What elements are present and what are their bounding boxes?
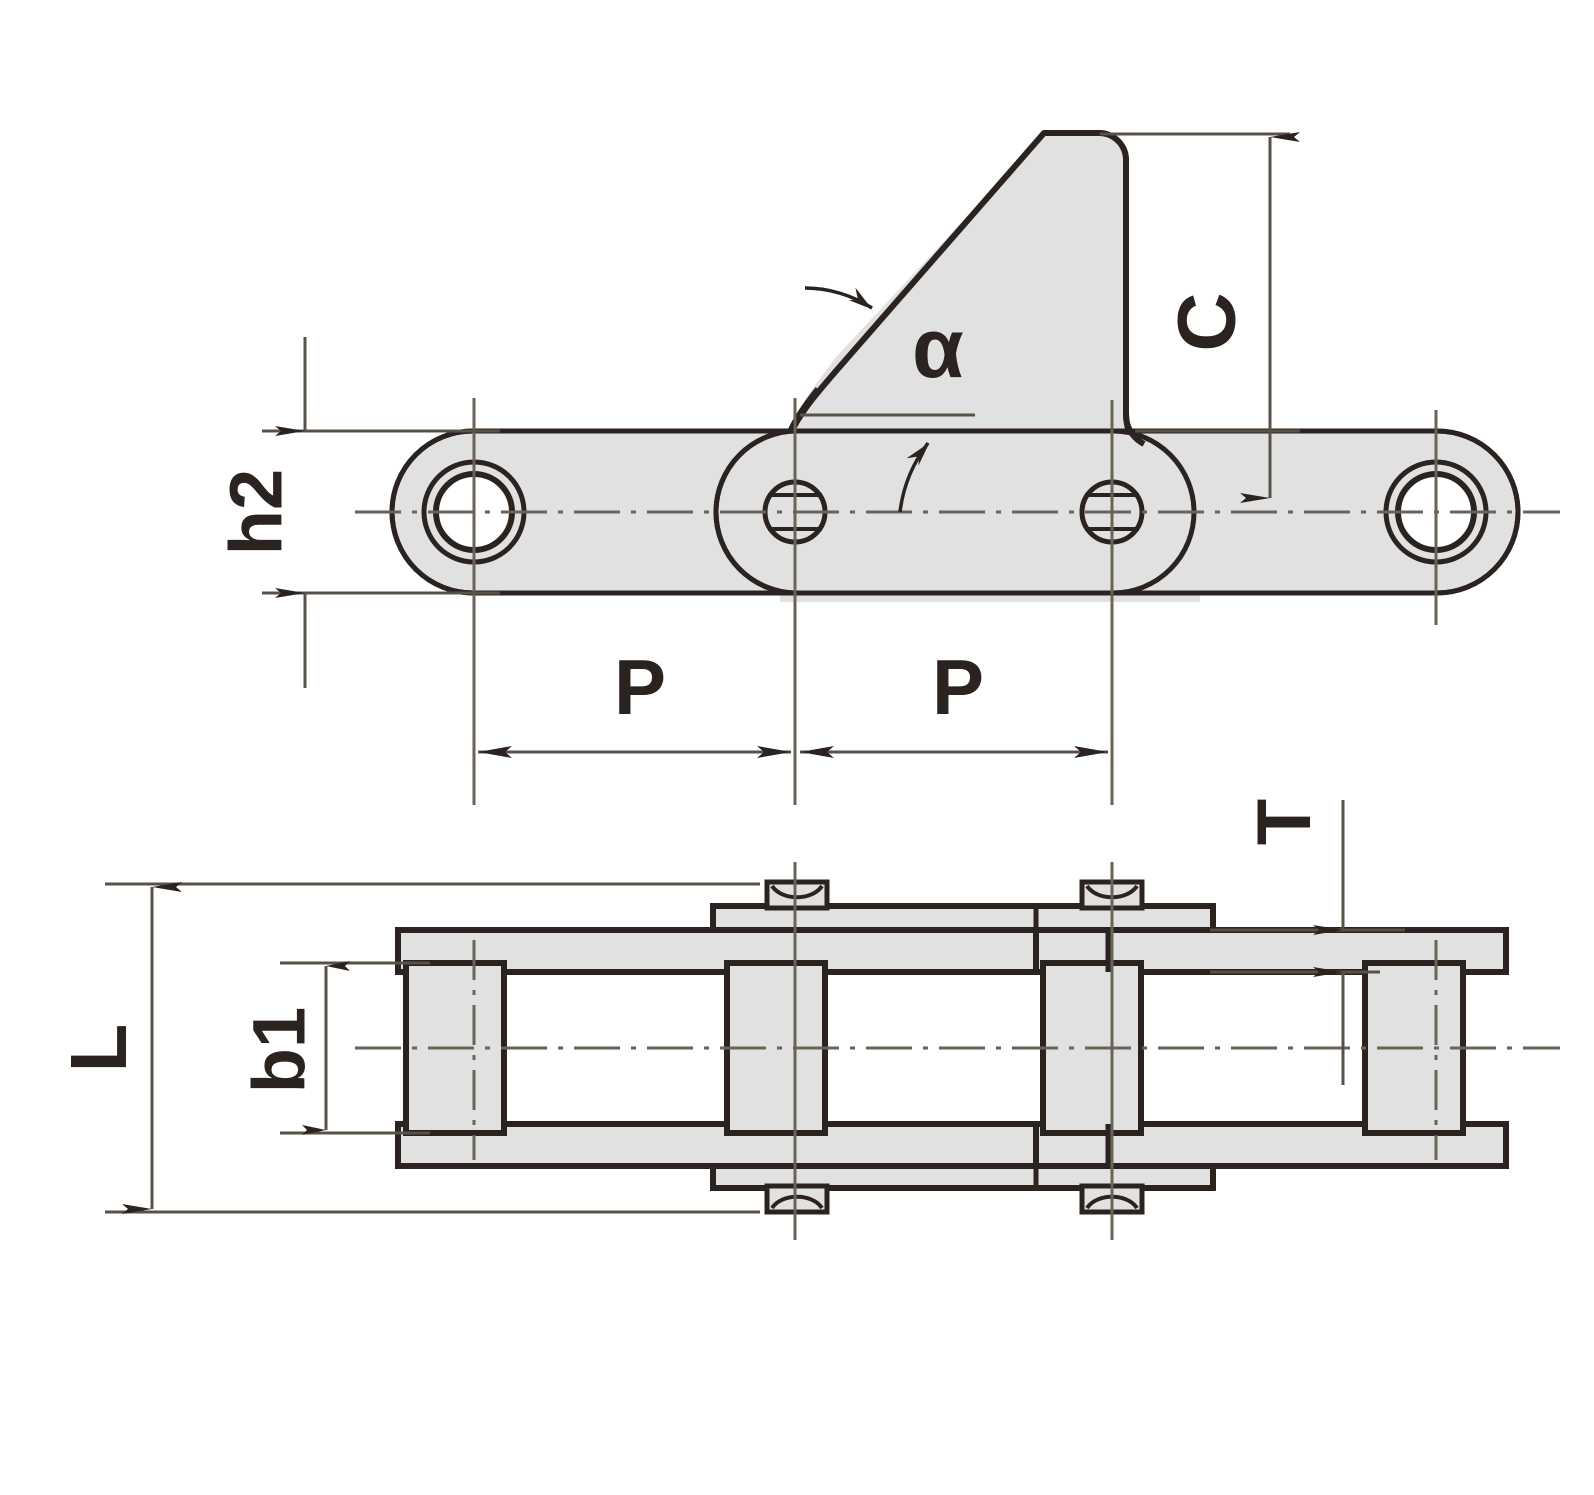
alpha-arc-lower (898, 441, 930, 513)
h2-label: h2 (215, 469, 298, 555)
dimension-P-left: P (478, 643, 791, 758)
plan-view: L b1 T (54, 799, 1560, 1240)
T-label: T (1242, 799, 1327, 845)
attachment-definitive (787, 130, 1178, 475)
pin-head-1 (764, 879, 830, 911)
L-label: L (54, 1024, 143, 1073)
dimension-alpha: α (800, 286, 975, 513)
C-label: C (1162, 292, 1253, 351)
dimension-h2: h2 (215, 337, 500, 688)
attachment-right-fillet (1123, 413, 1146, 447)
dimension-b1: b1 (238, 961, 430, 1135)
P-right-label: P (932, 643, 984, 731)
side-view: h2 C α P P (215, 130, 1560, 805)
dimension-T: T (1210, 799, 1405, 1085)
dimension-C: C (1100, 132, 1300, 503)
P-left-label: P (614, 643, 666, 731)
attachment-left-fillet (787, 387, 821, 434)
alpha-label: α (912, 301, 964, 395)
dimension-P-right: P (800, 643, 1108, 758)
b1-label: b1 (238, 1007, 321, 1093)
alpha-arc-upper (804, 286, 873, 310)
pin-head-3 (764, 1183, 830, 1215)
dimension-L: L (54, 882, 760, 1214)
